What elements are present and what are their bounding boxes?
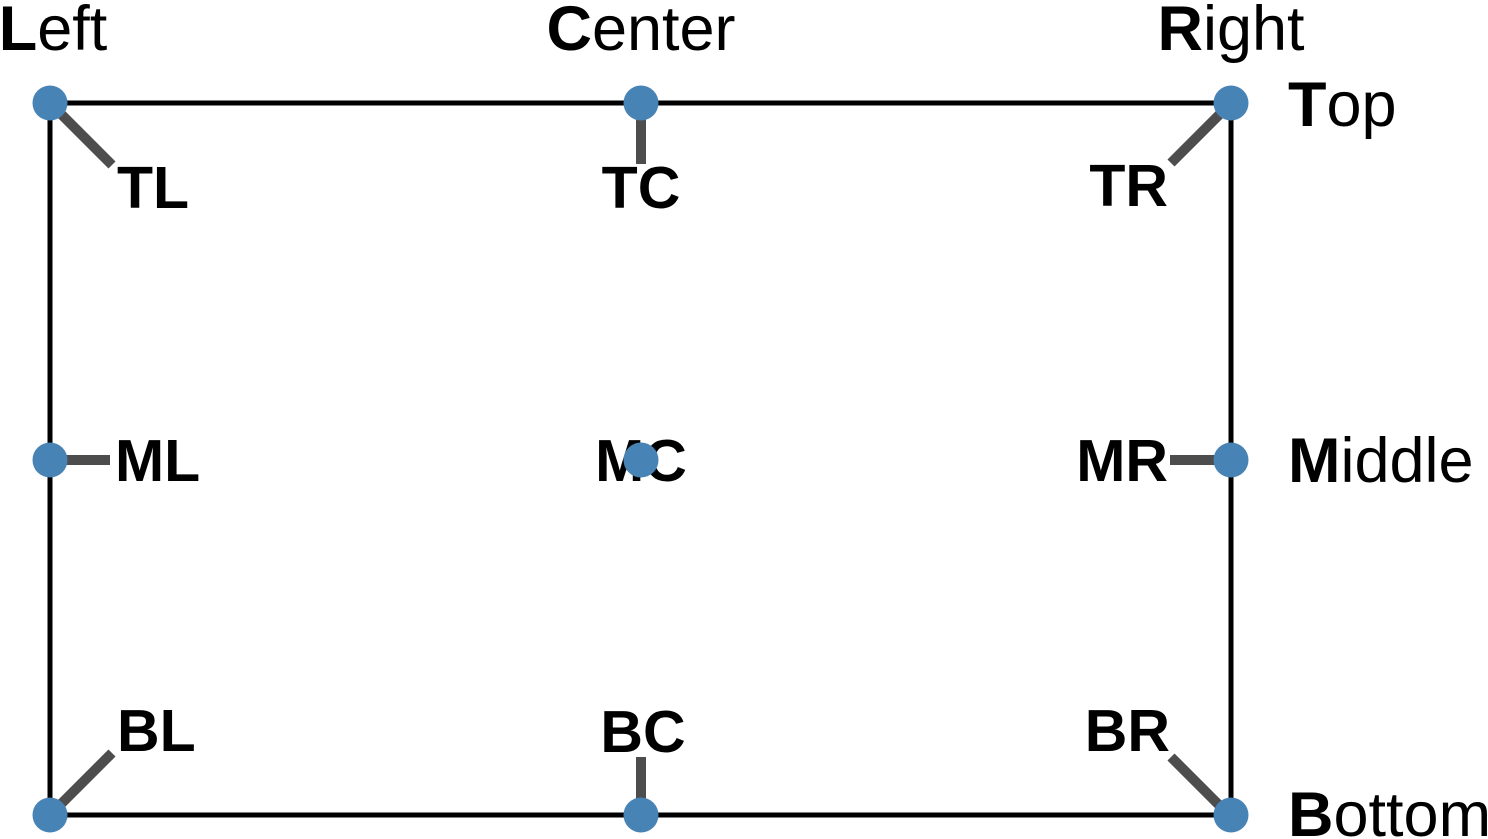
anchor-label-br: BR <box>1085 698 1170 764</box>
column-label-right: Right <box>1157 0 1305 64</box>
column-label-center-bold: C <box>546 0 592 64</box>
anchor-label-ml: ML <box>115 428 200 494</box>
anchor-dot-mr <box>1213 442 1249 478</box>
anchor-label-tr: TR <box>1089 153 1168 219</box>
anchor-dot-br <box>1213 797 1249 833</box>
anchor-dot-bc <box>623 797 659 833</box>
anchor-label-bl: BL <box>117 698 196 764</box>
anchor-dot-tc <box>623 85 659 121</box>
row-label-top: Top <box>1288 70 1397 140</box>
column-label-center: Center <box>546 0 735 64</box>
row-label-middle: Middle <box>1288 426 1474 496</box>
row-label-bottom-bold: B <box>1288 780 1334 839</box>
anchor-dot-bl <box>32 797 68 833</box>
column-label-center-rest: enter <box>592 0 736 64</box>
column-label-left: Left <box>0 0 108 64</box>
row-label-bottom-rest: ottom <box>1334 780 1488 839</box>
column-label-left-rest: eft <box>37 0 108 64</box>
anchor-dot-tr <box>1213 85 1249 121</box>
anchor-label-tl: TL <box>117 155 189 221</box>
row-label-top-rest: op <box>1326 70 1396 140</box>
anchor-label-bc: BC <box>600 699 685 765</box>
row-label-bottom: Bottom <box>1288 780 1488 839</box>
anchor-dot-tl <box>32 85 68 121</box>
column-label-right-bold: R <box>1157 0 1203 64</box>
column-label-right-rest: ight <box>1203 0 1305 64</box>
anchor-dot-ml <box>32 442 68 478</box>
row-label-middle-rest: iddle <box>1340 426 1473 496</box>
column-label-left-bold: L <box>0 0 37 64</box>
leader-line-bl <box>50 749 116 815</box>
row-label-top-bold: T <box>1288 70 1326 140</box>
row-label-middle-bold: M <box>1288 426 1340 496</box>
anchor-label-mr: MR <box>1076 428 1168 494</box>
anchor-label-tc: TC <box>602 155 681 221</box>
anchor-dot-mc <box>623 442 659 478</box>
